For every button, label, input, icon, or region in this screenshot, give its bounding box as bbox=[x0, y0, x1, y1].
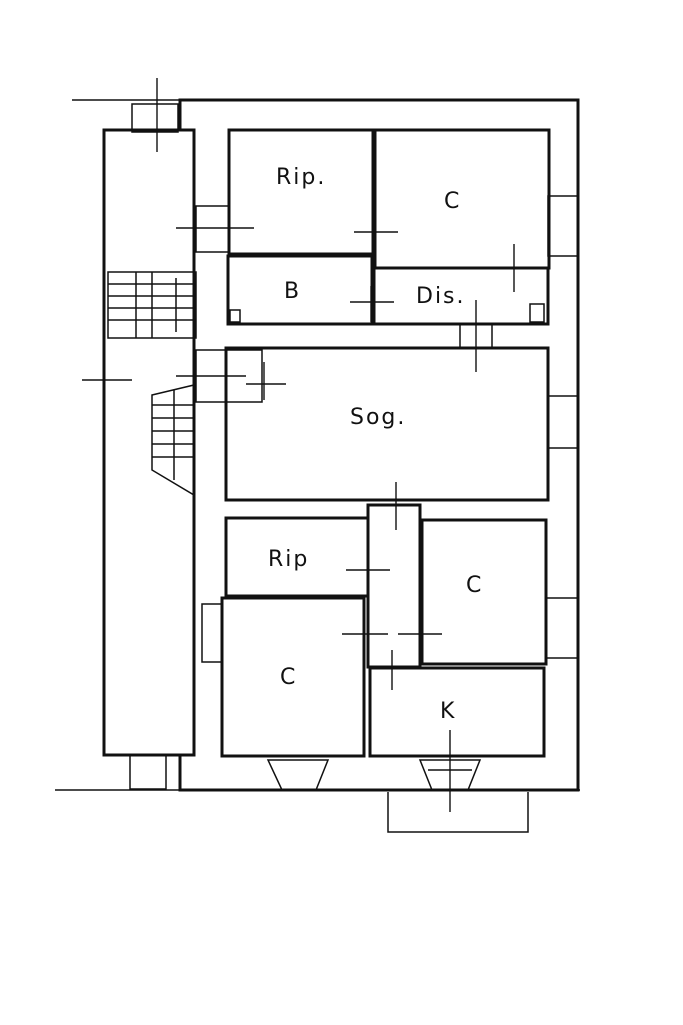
balcony bbox=[387, 792, 529, 833]
room-k bbox=[368, 666, 546, 758]
label-sog: Sog. bbox=[350, 405, 406, 430]
room-rip-top bbox=[227, 128, 375, 256]
stair-corridor bbox=[102, 128, 196, 757]
label-c-right: C bbox=[466, 573, 483, 598]
window-west-top bbox=[195, 205, 230, 253]
top-window-left bbox=[131, 103, 179, 133]
label-b: B bbox=[284, 279, 301, 304]
window-east-c bbox=[545, 597, 579, 659]
label-c-bottom: C bbox=[280, 665, 297, 690]
window-south-c bbox=[266, 759, 330, 791]
window-east-sog bbox=[547, 395, 579, 449]
room-sog bbox=[224, 346, 550, 502]
label-k: K bbox=[440, 699, 456, 724]
stairs-lower bbox=[151, 384, 195, 497]
room-c-right bbox=[420, 518, 548, 666]
hall-corridor bbox=[366, 503, 422, 669]
label-rip-mid: Rip bbox=[268, 547, 309, 572]
room-c-bottom bbox=[220, 596, 366, 758]
section-marks bbox=[82, 78, 515, 812]
label-dis: Dis. bbox=[416, 284, 466, 309]
window-south-k bbox=[418, 759, 482, 791]
label-rip-top: Rip. bbox=[276, 165, 326, 190]
room-c-top bbox=[373, 128, 551, 270]
bottom-window-left bbox=[129, 754, 167, 790]
stairs-upper bbox=[107, 271, 197, 339]
label-c-top: C bbox=[444, 189, 461, 214]
window-east-top bbox=[547, 195, 579, 257]
room-b bbox=[226, 254, 374, 326]
